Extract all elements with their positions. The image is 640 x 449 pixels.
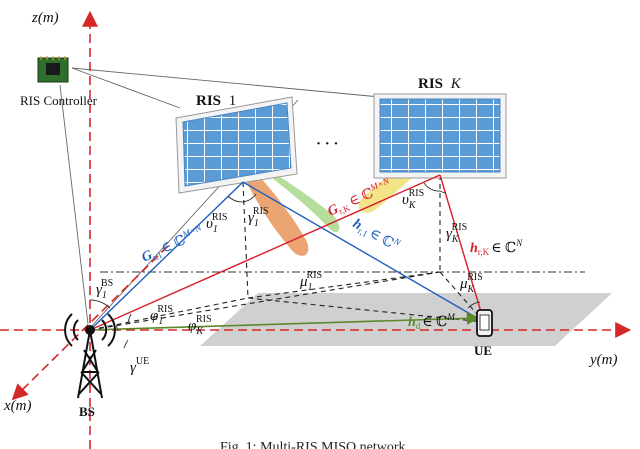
gamma1-label: γ1RIS [248,206,268,229]
ris-ellipsis: · · · [316,136,339,152]
upsilonk-label: υKRIS [402,188,424,211]
figure-caption: Fig. 1: Multi-RIS MISO network. [220,440,409,449]
ris-k-panel [373,93,507,179]
direct-link [89,311,480,331]
gamma-ue-label: γUE [130,356,149,376]
ue-phone-icon [476,309,493,337]
g1-label: Gr,1∈ ℂM×N [138,222,207,267]
muk-label: μKRIS [459,272,483,295]
gamma-bs-label: γ1BS [96,278,113,301]
z-axis-label: z(m) [31,10,59,26]
bs-tower-icon [64,313,116,399]
ue-label: UE [474,343,492,358]
phik-label: φKRIS [188,314,212,337]
hk-label: hr,K∈ ℂN [470,238,523,257]
controller-label: RIS Controller [20,93,98,108]
ris-controller-icon [37,56,69,83]
upsilon1-label: υ1RIS [206,212,227,235]
x-axis-label: x(m) [3,398,31,414]
angle-arcs [89,182,481,349]
phi1-label: φ1RIS [150,304,173,327]
ris-1-label: RIS 1 [196,93,236,109]
gammak-label: γKRIS [446,222,467,245]
hd-label: hd∈ ℂM [408,312,455,331]
y-axis-label: y(m) [588,352,617,368]
ris-k-label: RIS K [418,76,462,92]
blue-links [89,181,485,331]
h1-label: hr,1∈ ℂN [350,214,404,256]
mu1-label: μ1RIS [299,270,322,293]
beam-green [234,150,340,232]
red-links [89,174,485,331]
ris-1-panel [175,96,298,194]
bs-label: BS [79,404,95,419]
x-axis [11,245,169,401]
